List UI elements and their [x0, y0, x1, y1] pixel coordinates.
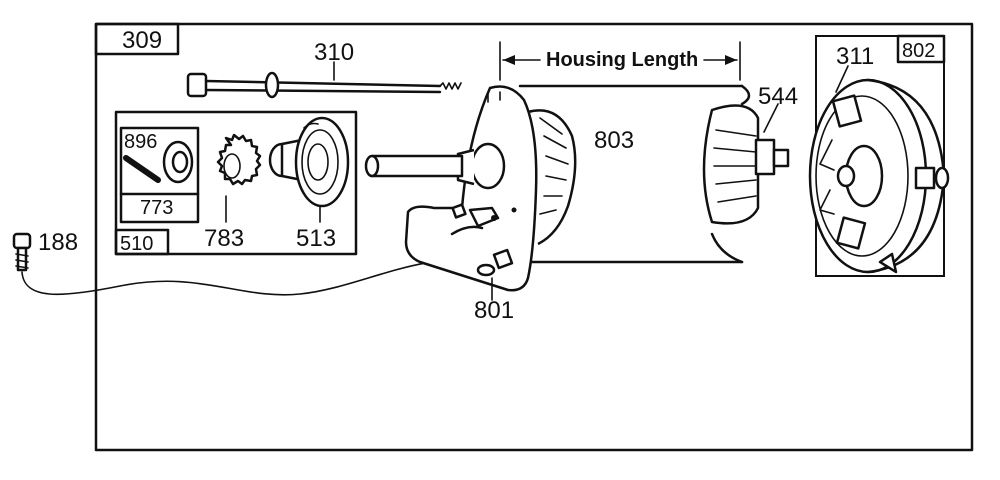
end-cap-part — [808, 78, 950, 274]
spring-clip-frame — [119, 126, 200, 224]
label-310: 310 — [314, 39, 354, 66]
gear-part — [216, 133, 262, 186]
housing-length-dimension — [499, 41, 741, 81]
label-544: 544 — [758, 83, 798, 110]
label-783: 783 — [204, 225, 244, 252]
label-803: 803 — [594, 127, 634, 154]
label-311: 311 — [836, 43, 874, 70]
main-frame — [94, 22, 974, 452]
label-housing-length: Housing Length — [546, 49, 698, 71]
label-188: 188 — [38, 229, 78, 256]
label-box-802 — [896, 34, 946, 64]
label-802: 802 — [902, 40, 935, 62]
bracket-end-plate — [364, 85, 577, 292]
label-513: 513 — [296, 225, 336, 252]
thru-bolt — [186, 71, 462, 99]
label-box-510 — [114, 228, 170, 256]
label-773: 773 — [140, 197, 173, 219]
clip-part — [162, 140, 194, 184]
wire-lead — [21, 258, 489, 296]
pinion-part — [268, 116, 350, 208]
drive-kit-frame — [114, 110, 358, 256]
label-309: 309 — [122, 27, 162, 54]
label-896: 896 — [124, 131, 157, 153]
spring-part — [123, 155, 161, 183]
screw-part — [12, 232, 32, 272]
motor-housing — [518, 84, 751, 264]
label-box-309 — [94, 22, 180, 56]
armature-part — [702, 104, 790, 225]
label-801: 801 — [474, 297, 514, 324]
label-510: 510 — [120, 233, 153, 255]
